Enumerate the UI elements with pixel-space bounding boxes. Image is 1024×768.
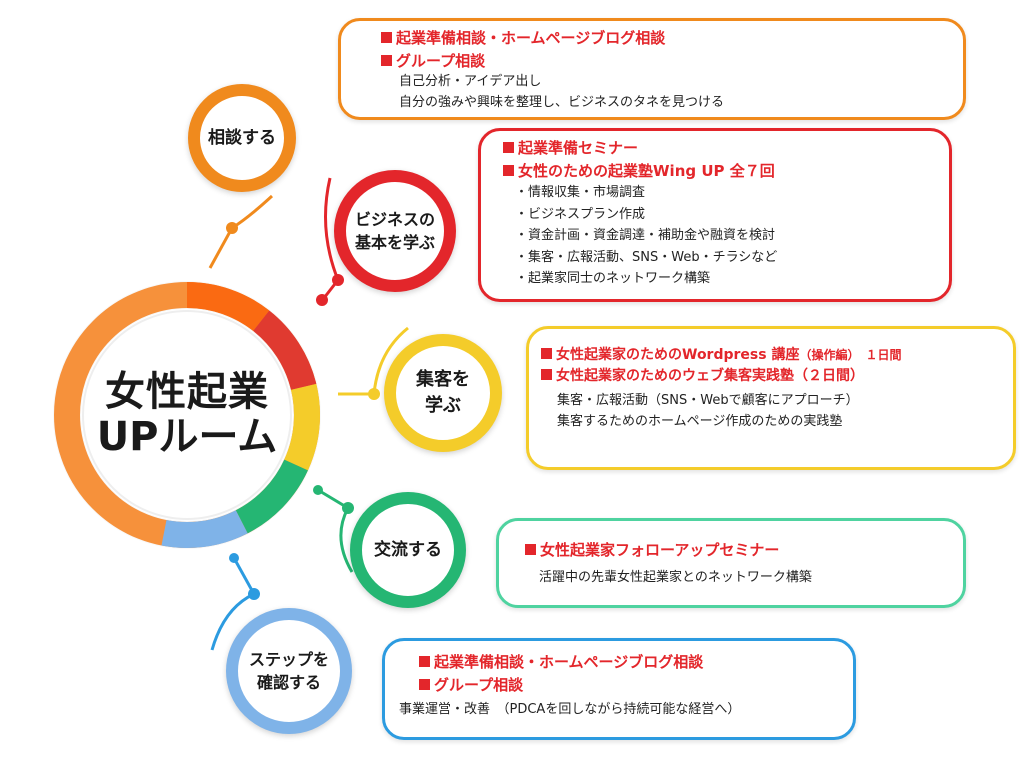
card-heading: 起業準備相談・ホームページブログ相談 [381, 27, 947, 50]
hub-title-line2: UPルーム [96, 414, 278, 460]
node-networking: 交流する [350, 492, 466, 608]
connector-marketing [338, 326, 409, 400]
card-consult: 起業準備相談・ホームページブログ相談 グループ相談 自己分析・アイデア出し 自分… [338, 18, 966, 120]
card-line: ・資金計画・資金調達・補助金や融資を検討 [515, 228, 776, 244]
card-heading: 起業準備相談・ホームページブログ相談 [419, 651, 837, 674]
card-line: ・起業家同士のネットワーク構築 [515, 271, 711, 287]
square-bullet-icon [381, 54, 392, 66]
card-confirm: 起業準備相談・ホームページブログ相談 グループ相談 事業運営・改善 （PDCAを… [382, 638, 856, 740]
connector-consult [208, 194, 274, 269]
node-confirm: ステップを 確認する [226, 608, 352, 734]
card-heading: 起業準備セミナー [503, 137, 933, 160]
card-line: 自己分析・アイデア出し [399, 74, 542, 89]
card-heading: グループ相談 [419, 674, 837, 697]
node-consult: 相談する [188, 84, 296, 192]
card-heading: 女性のための起業塾Wing UP 全７回 [503, 160, 933, 183]
square-bullet-icon [541, 369, 552, 380]
square-bullet-icon [525, 544, 536, 555]
connector-confirm [210, 553, 260, 651]
node-business-basics: ビジネスの 基本を学ぶ [334, 170, 456, 292]
hub-ring [53, 281, 321, 549]
square-bullet-icon [419, 656, 430, 667]
card-line: 事業運営・改善 （PDCAを回しながら持続可能な経営へ） [399, 702, 741, 717]
square-bullet-icon [503, 142, 514, 153]
hub-title-line1: 女性起業 [105, 369, 269, 416]
card-line: ・情報収集・市場調査 [515, 185, 646, 200]
card-heading: グループ相談 [381, 50, 947, 73]
square-bullet-icon [503, 164, 514, 176]
card-line: 活躍中の先輩女性起業家とのネットワーク構築 [539, 569, 812, 585]
square-bullet-icon [381, 32, 392, 43]
card-networking: 女性起業家フォローアップセミナー 活躍中の先輩女性起業家とのネットワーク構築 [496, 518, 966, 608]
hub-segment-yellow [54, 282, 320, 548]
card-line: 集客するためのホームページ作成のための実践塾 [557, 413, 843, 429]
connector-network [313, 485, 354, 573]
hub-segment-blue [54, 282, 320, 548]
card-line: ・ビジネスプラン作成 [515, 206, 646, 222]
hub-segment-orange [54, 282, 320, 548]
square-bullet-icon [419, 678, 430, 690]
card-line: 集客・広報活動（SNS・Webで顧客にアプローチ） [557, 393, 859, 408]
card-heading: 女性起業家のためのウェブ集客実践塾（２日間） [541, 366, 997, 387]
hub-title: 女性起業 UPルーム [52, 280, 322, 550]
card-heading: 女性起業家のためのWordpress 講座（操作編）１日間 [541, 345, 997, 366]
card-marketing: 女性起業家のためのWordpress 講座（操作編）１日間 女性起業家のためのウ… [526, 326, 1016, 470]
card-heading: 女性起業家フォローアップセミナー [525, 539, 947, 562]
connector-business [316, 177, 344, 306]
square-bullet-icon [541, 348, 552, 359]
node-marketing: 集客を 学ぶ [384, 334, 502, 452]
card-line: ・集客・広報活動、SNS・Web・チラシなど [515, 249, 778, 265]
card-business-basics: 起業準備セミナー 女性のための起業塾Wing UP 全７回 ・情報収集・市場調査… [478, 128, 952, 302]
card-line: 自分の強みや興味を整理し、ビジネスのタネを見つける [399, 94, 725, 110]
